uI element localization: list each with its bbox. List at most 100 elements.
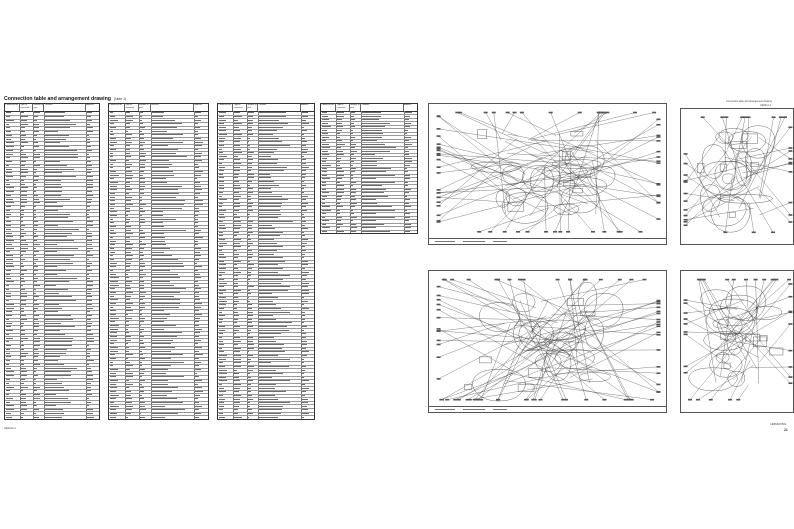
table-row (5, 119, 99, 124)
table-row (218, 299, 314, 305)
table-row (5, 408, 99, 413)
table-row (218, 136, 314, 141)
table-row (321, 170, 417, 175)
table-row (5, 284, 99, 289)
table-row (5, 186, 99, 191)
table-row (321, 135, 417, 140)
table-row (218, 194, 314, 199)
table-row (321, 118, 417, 123)
table-row (218, 129, 314, 134)
table-row (109, 379, 208, 384)
table-row (218, 307, 314, 312)
table-row (218, 405, 314, 410)
right-header-code: GE0212-1 (760, 104, 771, 107)
table-row (5, 411, 99, 417)
table-row (5, 190, 99, 195)
chassis-harness-drawing (436, 278, 661, 402)
table-row (5, 340, 99, 345)
table-row (321, 226, 417, 231)
table-row (218, 412, 314, 417)
table-row (321, 177, 417, 182)
table-row (321, 153, 417, 158)
table-row (109, 412, 208, 417)
table-row (109, 272, 208, 277)
table-row (109, 408, 208, 413)
table-row (5, 134, 99, 139)
table-row (109, 294, 208, 299)
table-row (5, 235, 99, 240)
table-row (5, 149, 99, 154)
table-row (218, 162, 314, 167)
table-row (109, 250, 208, 255)
table-row (5, 265, 99, 270)
table-row (5, 167, 99, 173)
column-header: Connector No. (109, 104, 125, 111)
table-row (5, 393, 99, 398)
page-number: 21 (784, 428, 788, 432)
table-row (321, 205, 417, 210)
table-row (5, 355, 99, 360)
table-row (218, 321, 314, 326)
table-row (321, 188, 417, 193)
table-row (218, 390, 314, 395)
table-row (5, 348, 99, 353)
table-row (5, 122, 99, 128)
table-row (109, 324, 208, 329)
page-title-note: (Note 1) (113, 97, 127, 101)
table-row (5, 182, 99, 188)
table-row (109, 375, 208, 380)
table-row (109, 126, 208, 131)
table-row (5, 318, 99, 323)
table-row (218, 354, 314, 359)
table-row (218, 249, 314, 254)
table-row (5, 220, 99, 225)
table-row (218, 227, 314, 232)
table-row (218, 292, 314, 297)
table-row (218, 289, 314, 294)
table-row (109, 393, 208, 398)
table-row (109, 118, 208, 123)
table-row (218, 140, 314, 145)
table-row (321, 114, 417, 119)
table-row (218, 165, 314, 170)
table-row (109, 184, 208, 189)
table-row (218, 169, 314, 174)
table-row (109, 258, 208, 263)
table-row (5, 160, 99, 165)
table-row (5, 227, 99, 233)
table-row (109, 247, 208, 252)
table-row (218, 386, 314, 391)
table-row (218, 285, 314, 290)
table-row (5, 171, 99, 176)
column-header: Type of connector (233, 104, 247, 111)
table-row (218, 191, 314, 196)
table-row (321, 139, 417, 144)
table-row (5, 288, 99, 293)
table-row (109, 129, 208, 134)
table-row (218, 270, 314, 276)
table-row (109, 228, 208, 233)
table-row (321, 202, 417, 207)
table-row (109, 327, 208, 332)
table-row (5, 239, 99, 244)
table-row (218, 267, 314, 272)
table-row (109, 331, 208, 336)
column-header: Number of pins (139, 104, 151, 111)
table-row (5, 164, 99, 169)
table-row (5, 295, 99, 300)
table-row (5, 254, 99, 259)
table-row (5, 299, 99, 304)
table-row (218, 379, 314, 384)
table-row (109, 225, 208, 230)
engine-side-drawing (683, 116, 793, 234)
table-row (109, 349, 208, 354)
table-row (109, 239, 208, 244)
table-row (321, 191, 417, 196)
table-row (218, 202, 314, 207)
table-row (218, 415, 314, 419)
table-row (5, 197, 99, 203)
table-row (5, 385, 99, 390)
column-header: Connector No. (5, 104, 21, 111)
table-row (321, 163, 417, 168)
table-row (5, 329, 99, 334)
